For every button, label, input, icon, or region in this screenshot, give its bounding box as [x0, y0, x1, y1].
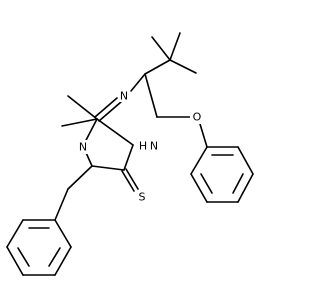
bond: [151, 36, 171, 61]
bond: [232, 173, 244, 194]
bond: [54, 219, 72, 248]
bond: [67, 95, 98, 120]
oxygen-label: O: [193, 111, 202, 124]
bond: [6, 246, 24, 276]
bond: [54, 246, 72, 276]
bond: [199, 123, 208, 148]
benzyl-bonds: [54, 165, 93, 221]
imine-double-bond: [94, 97, 122, 122]
label-background: [136, 190, 148, 204]
imine-nitrogen-label: N: [120, 90, 128, 103]
bond: [237, 173, 254, 203]
bond: [121, 170, 135, 192]
sulfur-label: S: [139, 191, 146, 204]
label-background: [118, 88, 130, 102]
ring-nitrogen-label: N: [79, 141, 87, 154]
nh-nitrogen-label: N: [150, 140, 158, 153]
bond: [200, 173, 213, 194]
bond: [61, 118, 98, 127]
bond: [94, 97, 118, 118]
bond: [67, 165, 93, 190]
label-background: [77, 140, 89, 154]
bond: [17, 247, 30, 267]
bond: [144, 59, 171, 75]
bond: [237, 146, 254, 175]
thione-double-bond: [121, 168, 139, 192]
tert-butyl-bonds: [144, 32, 197, 75]
bond: [190, 146, 208, 175]
bond: [125, 168, 139, 190]
bond: [96, 118, 134, 146]
bond: [144, 73, 158, 118]
benzyl-phenyl-ring: [6, 219, 72, 276]
label-background: [190, 110, 203, 124]
bond: [91, 165, 125, 171]
nh-hydrogen-label: H: [139, 140, 147, 153]
molecule-structure: N H N N S O: [6, 32, 254, 276]
phenoxy-phenyl-ring: [190, 146, 254, 203]
label-background: [138, 139, 162, 153]
bond: [130, 73, 146, 92]
bond: [98, 101, 122, 122]
gem-dimethyl-bonds: [61, 95, 98, 127]
bond: [169, 32, 181, 61]
bond: [54, 188, 69, 221]
bond: [48, 247, 61, 267]
bond: [190, 173, 208, 203]
side-chain-bonds: [130, 73, 208, 148]
bond: [123, 144, 134, 171]
atom-labels: N H N N S O: [77, 88, 203, 204]
bond: [6, 219, 24, 248]
bond: [169, 59, 197, 74]
ring-bonds: [82, 118, 134, 171]
